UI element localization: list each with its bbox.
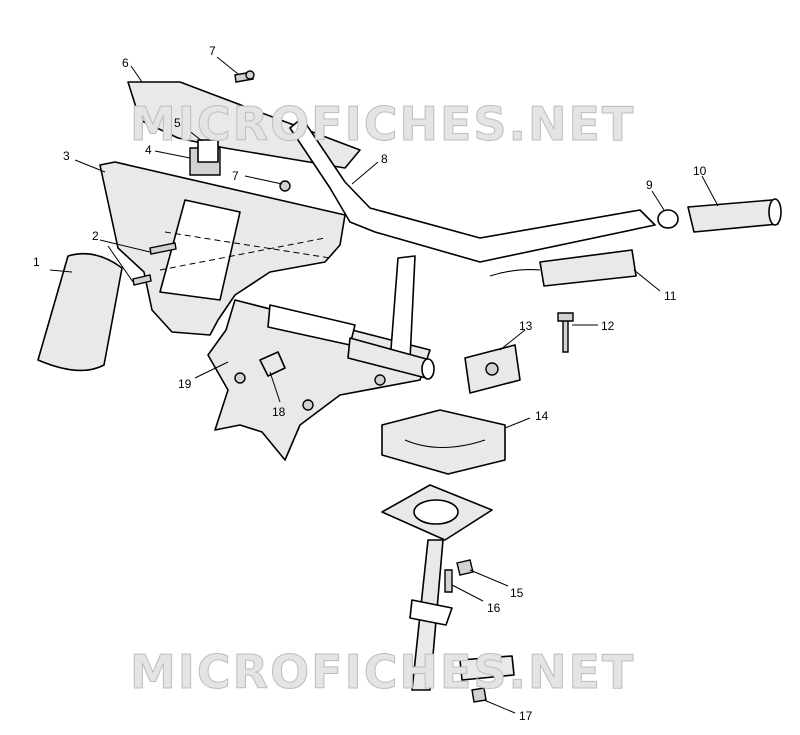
callout-9: 9 bbox=[646, 178, 653, 192]
throttle-grip-part-11 bbox=[539, 249, 637, 287]
lower-clamp-part-14 bbox=[381, 409, 506, 475]
pod-recess bbox=[159, 199, 241, 301]
callout-16: 16 bbox=[487, 601, 501, 615]
callout-8: 8 bbox=[381, 152, 388, 166]
handlebar-tube-end bbox=[421, 358, 435, 380]
pod-recess-dash bbox=[164, 231, 331, 259]
callout-4: 4 bbox=[145, 143, 152, 157]
screw-part-2 bbox=[149, 242, 177, 255]
callout-2: 2 bbox=[92, 229, 99, 243]
callout-3: 3 bbox=[63, 149, 70, 163]
callout-10: 10 bbox=[693, 164, 707, 178]
callout-18: 18 bbox=[272, 405, 286, 419]
lower-panel-hole bbox=[374, 374, 386, 386]
screw-part-7-mid bbox=[279, 180, 291, 192]
screw-part-7-top-head bbox=[245, 70, 255, 80]
lens-part-1 bbox=[37, 252, 123, 372]
bolt-part-12 bbox=[562, 319, 569, 353]
screw-part-2 bbox=[132, 274, 152, 286]
steering-bracket bbox=[409, 599, 453, 626]
switch-part-5 bbox=[197, 139, 219, 163]
nut-part-15 bbox=[456, 559, 474, 576]
callout-7-top: 7 bbox=[209, 44, 216, 58]
steering-plate-center bbox=[413, 499, 459, 525]
callout-19: 19 bbox=[178, 377, 192, 391]
callout-14: 14 bbox=[535, 409, 549, 423]
bolt-part-16 bbox=[444, 569, 453, 593]
tie-rod-part bbox=[459, 655, 515, 681]
handlebar-part-8 bbox=[289, 117, 656, 263]
callout-15: 15 bbox=[510, 586, 524, 600]
throttle-cable bbox=[489, 269, 541, 277]
callout-5: 5 bbox=[174, 116, 181, 130]
watermark-bottom: MICROFICHES.NET bbox=[130, 645, 635, 699]
end-plug-part-9 bbox=[657, 209, 679, 229]
grip-part-10-end bbox=[768, 198, 782, 226]
callout-13: 13 bbox=[519, 319, 533, 333]
lower-clamp-bore bbox=[404, 439, 486, 449]
upper-clamp-hole bbox=[485, 362, 499, 376]
watermark-top: MICROFICHES.NET bbox=[130, 97, 635, 151]
bolt-part-12-head bbox=[557, 312, 574, 322]
lower-panel-hole bbox=[302, 399, 314, 411]
lower-panel-part-19 bbox=[207, 299, 431, 461]
callout-6: 6 bbox=[122, 56, 129, 70]
callout-17: 17 bbox=[519, 709, 533, 723]
callout-1: 1 bbox=[33, 255, 40, 269]
callout-11: 11 bbox=[664, 289, 677, 303]
nut-part-17 bbox=[471, 687, 487, 703]
lower-panel-hole bbox=[234, 372, 246, 384]
callout-12: 12 bbox=[601, 319, 615, 333]
handlebar-post bbox=[389, 255, 416, 363]
leader-lines bbox=[49, 56, 719, 714]
grip-part-10 bbox=[687, 199, 779, 233]
pod-recess-dash bbox=[159, 237, 326, 271]
bushing-part-18 bbox=[259, 351, 286, 377]
callout-7-mid: 7 bbox=[232, 169, 239, 183]
callout-numbers: 1 2 3 4 5 6 7 7 8 9 10 11 12 13 14 15 16… bbox=[33, 44, 707, 723]
